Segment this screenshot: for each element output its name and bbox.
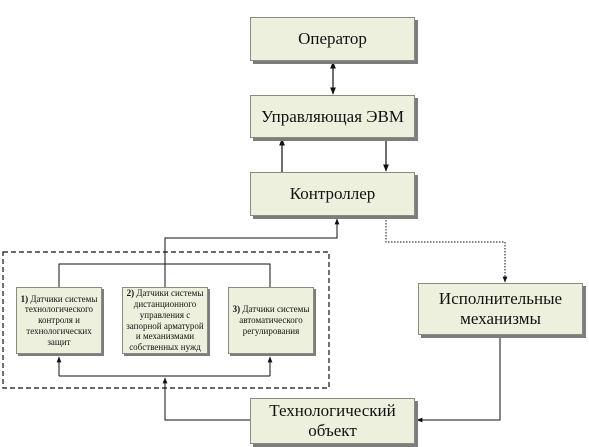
sensor-1-text: Датчики системы технологического контрол…: [24, 293, 98, 347]
tech-object-box: Технологический объект: [250, 398, 415, 444]
sensor-box-1: 1) Датчики системы технологического конт…: [16, 287, 102, 354]
sensor-3-number: 3): [232, 304, 243, 315]
operator-box: Оператор: [250, 17, 415, 61]
actuators-label-line1: Исполнительные: [438, 289, 563, 309]
sensor-3-text: Датчики системы автоматического регулиро…: [239, 304, 310, 336]
sensor-box-3: 3) Датчики системы автоматического регул…: [228, 287, 314, 354]
controller-to-actuators-wire: [385, 217, 508, 283]
object-to-sensors-wire: [162, 377, 250, 421]
actuators-box: Исполнительные механизмы: [418, 283, 583, 335]
sensor-box-2: 2) Датчики системы дистанционного управл…: [122, 287, 208, 354]
control-computer-label: Управляющая ЭВМ: [261, 106, 404, 126]
actuators-to-object-wire: [416, 336, 501, 423]
tech-object-label-line2: объект: [308, 421, 357, 440]
controller-label: Контроллер: [289, 184, 376, 204]
sensor-2-number: 2): [126, 288, 137, 299]
sensors-to-controller-wire: [164, 218, 340, 287]
control-computer-box: Управляющая ЭВМ: [250, 95, 415, 138]
operator-label: Оператор: [298, 29, 367, 49]
sensors-top-bus: [58, 263, 271, 287]
sensor-2-text: Датчики системы дистанционного управлени…: [126, 288, 204, 353]
sensor-group-frame: [2, 251, 330, 389]
tech-object-label-line1: Технологический: [269, 401, 396, 421]
controller-box: Контроллер: [250, 172, 415, 216]
sensor-1-number: 1): [20, 293, 31, 304]
actuators-label-line2: механизмы: [460, 309, 541, 328]
